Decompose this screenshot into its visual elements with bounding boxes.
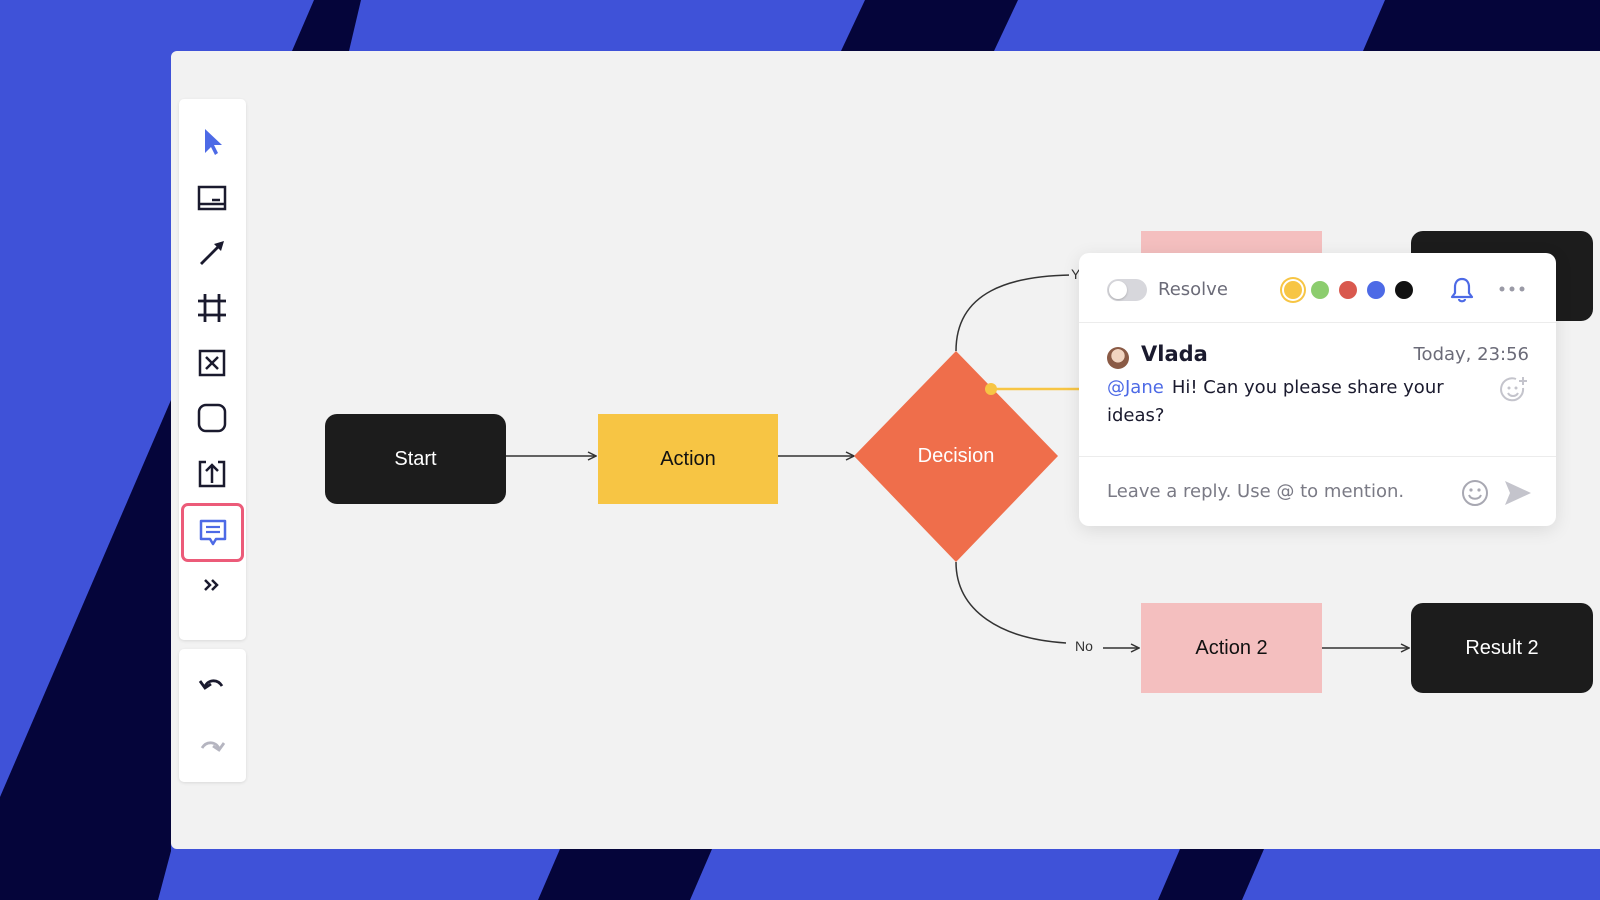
result-2-node[interactable]: Result 2 [1411, 603, 1593, 693]
color-swatch-red[interactable] [1339, 281, 1357, 299]
color-swatch-yellow[interactable] [1284, 281, 1302, 299]
more-tools-button[interactable] [188, 562, 236, 608]
comment-anchor-dot [985, 383, 997, 395]
pointer-icon [205, 129, 222, 155]
image-tool[interactable] [188, 340, 236, 386]
image-placeholder-icon [198, 349, 226, 377]
rounded-square-icon [197, 403, 227, 433]
arrow-icon [200, 241, 224, 265]
send-icon [1505, 481, 1531, 505]
resolve-label: Resolve [1158, 279, 1228, 300]
frame-tool[interactable] [188, 285, 236, 331]
text-tool[interactable] [188, 175, 236, 221]
connector-decision-yes [955, 274, 1072, 352]
redo-icon [200, 741, 226, 752]
action-2-node-label: Action 2 [1195, 636, 1268, 659]
add-emoji-icon [1500, 377, 1527, 402]
bell-icon [1450, 277, 1474, 303]
reply-input[interactable] [1107, 476, 1437, 506]
more-options-button[interactable] [1498, 279, 1526, 299]
redo-button[interactable] [188, 723, 236, 769]
comment-author: Vlada [1141, 342, 1208, 366]
upload-tool[interactable] [188, 450, 236, 496]
resolve-toggle[interactable] [1107, 279, 1147, 301]
comment-text: Hi! Can you please share your ideas? [1107, 377, 1444, 426]
comment-timestamp: Today, 23:56 [1413, 344, 1529, 365]
more-horizontal-icon [1499, 286, 1525, 292]
emoji-button[interactable] [1460, 478, 1490, 512]
frame-icon [198, 294, 226, 322]
action-node-label: Action [660, 447, 716, 470]
reply-area [1079, 456, 1556, 527]
avatar [1107, 347, 1129, 369]
decision-node[interactable]: Decision [876, 436, 1036, 476]
edge-label-no: No [1073, 638, 1095, 654]
send-button[interactable] [1502, 477, 1534, 513]
undo-icon [198, 679, 224, 690]
shape-tool[interactable] [188, 395, 236, 441]
action-node[interactable]: Action [598, 414, 778, 504]
more-tools-icon [204, 579, 219, 591]
smiley-icon [1462, 480, 1488, 506]
mention-link[interactable]: @Jane [1107, 377, 1164, 398]
add-reaction-button[interactable] [1499, 375, 1529, 409]
comment-icon [199, 519, 226, 545]
connector-tool[interactable] [188, 230, 236, 276]
comment-tool[interactable] [181, 503, 244, 562]
color-swatch-green[interactable] [1311, 281, 1329, 299]
start-node-label: Start [394, 447, 437, 470]
decision-node-label: Decision [917, 444, 995, 467]
upload-icon [198, 460, 226, 488]
toggle-knob [1109, 281, 1127, 299]
undo-button[interactable] [188, 661, 236, 707]
comment-header: Resolve [1079, 253, 1556, 323]
notification-button[interactable] [1448, 276, 1476, 304]
text-box-icon [197, 185, 227, 211]
history-toolbar [179, 649, 246, 782]
color-swatch-blue[interactable] [1367, 281, 1385, 299]
decision-diamond [854, 351, 1058, 562]
result-2-node-label: Result 2 [1465, 636, 1539, 659]
connector-decision-no [955, 561, 1067, 644]
action-2-node[interactable]: Action 2 [1141, 603, 1322, 693]
start-node[interactable]: Start [325, 414, 506, 504]
tools-toolbar [179, 99, 246, 640]
color-swatch-black[interactable] [1395, 281, 1413, 299]
select-tool[interactable] [188, 119, 236, 165]
